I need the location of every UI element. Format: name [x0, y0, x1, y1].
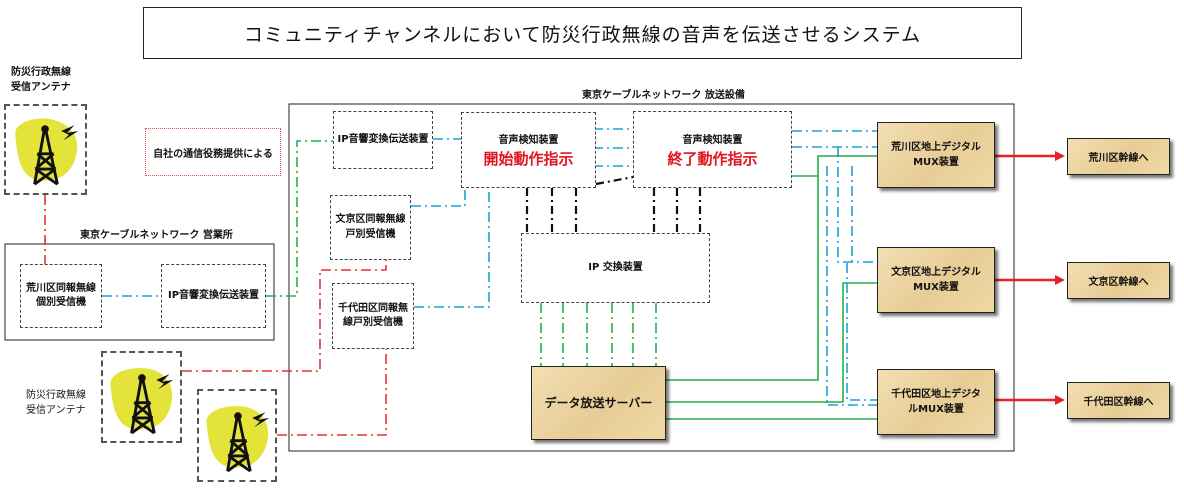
- antenna-bottom-label-line1: 防災行政無線: [26, 390, 86, 401]
- office-frame: [4, 243, 275, 341]
- bunkyo-receiver-line1: 文京区同報無線: [335, 214, 406, 225]
- detector-start: 音声検知装置 開始動作指示: [461, 112, 596, 188]
- facility-ip-converter: IP音響変換伝送装置: [333, 111, 433, 169]
- antenna2-to-chiyoda-line: [182, 260, 387, 372]
- mux-bunkyo-line2: MUX装置: [913, 282, 959, 293]
- bunkyo-receiver: 文京区同報無線 戸別受信機: [330, 195, 411, 260]
- chiyoda-receiver-line1: 千代田区同報無: [338, 302, 408, 314]
- antenna-bottom-label: 防災行政無線 受信アンテナ: [26, 388, 86, 418]
- arakawa-receiver-line1: 荒川区同報無線: [26, 282, 96, 294]
- note-box: 自社の通信役務提供による: [145, 128, 281, 176]
- mux-bunkyo-line1: 文京区地上デジタル: [891, 267, 981, 278]
- antenna-top-label: 防災行政無線 受信アンテナ: [11, 65, 71, 95]
- mux-chiyoda: 千代田区地上デジタ ルMUX装置: [877, 369, 995, 435]
- detector-start-action: 開始動作指示: [483, 150, 574, 168]
- bunkyo-receiver-line2: 戸別受信機: [345, 228, 396, 240]
- detector-end: 音声検知装置 終了動作指示: [633, 111, 792, 188]
- detector-end-name: 音声検知装置: [682, 134, 743, 146]
- detector-end-action: 終了動作指示: [667, 149, 758, 168]
- radio-tower-icon: [110, 368, 174, 435]
- office-label: 東京ケーブルネットワーク 営業所: [80, 230, 233, 241]
- antenna3-to-chiyoda-line: [277, 349, 387, 436]
- antenna-top-label-line1: 防災行政無線: [11, 67, 71, 78]
- mux-arakawa-line1: 荒川区地上デジタル: [891, 142, 981, 153]
- arakawa-receiver: 荒川区同報無線 個別受信機: [20, 264, 102, 328]
- chiyoda-receiver-line2: 線戸別受信機: [343, 317, 403, 328]
- output-bunkyo: 文京区幹線へ: [1067, 262, 1170, 299]
- data-broadcast-server: データ放送サーバー: [531, 366, 666, 440]
- antenna-bottom-1: [101, 351, 182, 443]
- facility-frame: [288, 103, 1015, 452]
- signal-bolt-icon: [156, 374, 174, 390]
- signal-bolt-icon: [252, 412, 270, 428]
- radio-tower-icon: [206, 406, 270, 473]
- mux-chiyoda-line1: 千代田区地上デジタ: [891, 389, 981, 400]
- diagram-title: コミュニティチャンネルにおいて防災行政無線の音声を伝送させるシステム: [143, 7, 1022, 59]
- detector-start-name: 音声検知装置: [498, 135, 559, 146]
- facility-label: 東京ケーブルネットワーク 放送設備: [582, 90, 745, 101]
- radio-tower-icon: [15, 118, 79, 186]
- mux-chiyoda-line2: ルMUX装置: [908, 404, 964, 415]
- office-ip-converter: IP音響変換伝送装置: [161, 264, 266, 328]
- mux-arakawa: 荒川区地上デジタル MUX装置: [877, 122, 995, 188]
- antenna-top-label-line2: 受信アンテナ: [11, 82, 71, 93]
- mux-bunkyo: 文京区地上デジタル MUX装置: [877, 247, 995, 313]
- output-chiyoda: 千代田区幹線へ: [1067, 382, 1170, 419]
- signal-bolt-icon: [61, 125, 79, 141]
- arakawa-receiver-line2: 個別受信機: [36, 297, 86, 308]
- antenna-top: [4, 104, 87, 195]
- output-arakawa: 荒川区幹線へ: [1067, 138, 1170, 175]
- antenna-bottom-label-line2: 受信アンテナ: [26, 405, 86, 416]
- chiyoda-receiver: 千代田区同報無 線戸別受信機: [332, 283, 414, 349]
- ip-switch: IP 交換装置: [521, 233, 710, 303]
- office-to-ip-converter-line: [266, 140, 333, 297]
- antenna-bottom-2: [197, 389, 277, 482]
- mux-arakawa-line2: MUX装置: [913, 157, 959, 168]
